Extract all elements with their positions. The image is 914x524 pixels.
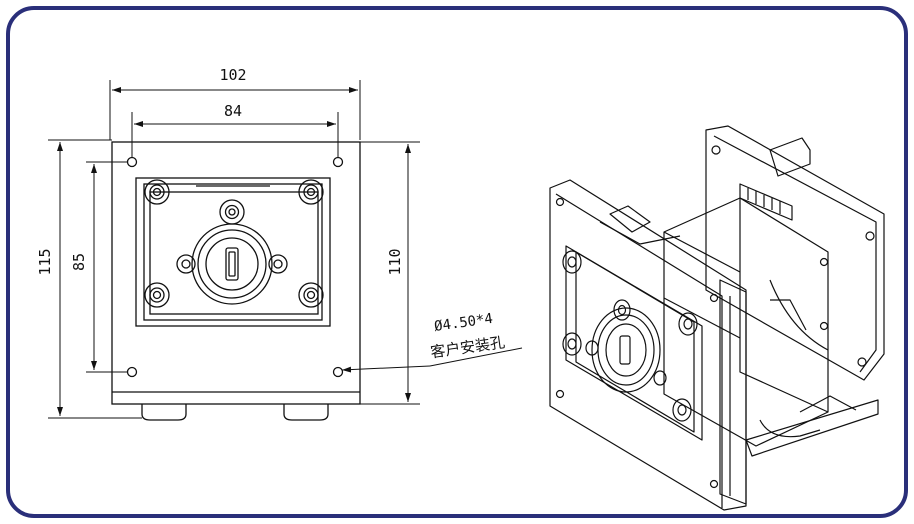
iso-mount-hole-2 — [709, 293, 719, 303]
iso-bolt-3 — [562, 332, 582, 356]
dimension-lines — [48, 80, 523, 419]
front-view — [111, 141, 361, 421]
pump-panel — [135, 177, 331, 327]
connector-block — [739, 183, 793, 221]
iso-bolt-4 — [672, 398, 692, 422]
left-foot — [141, 404, 187, 421]
base-tray — [745, 399, 879, 457]
isometric-view — [549, 125, 885, 511]
bolt-tr — [298, 179, 324, 205]
dim-label-115: 115 — [36, 248, 54, 275]
front-plate — [549, 179, 747, 511]
iso-bolt-1 — [562, 250, 582, 274]
iso-mount-hole-1 — [555, 197, 565, 207]
back-plate — [705, 125, 885, 381]
pump-head — [176, 199, 288, 305]
frame-border — [6, 6, 908, 518]
dim-label-84: 84 — [224, 102, 242, 120]
bolt-bl — [144, 282, 170, 308]
callout-leader — [341, 365, 431, 373]
dim-label-110: 110 — [386, 248, 404, 275]
top-tab — [609, 205, 651, 233]
dim-label-102: 102 — [219, 66, 246, 84]
bolt-tl — [144, 179, 170, 205]
iso-mount-hole-4 — [709, 479, 719, 489]
iso-mount-hole-3 — [555, 389, 565, 399]
top-connector — [769, 137, 811, 177]
dim-label-85: 85 — [70, 253, 88, 271]
right-foot — [283, 404, 329, 421]
iso-bolt-2 — [678, 312, 698, 336]
housing-outline — [111, 141, 361, 405]
bolt-br — [298, 282, 324, 308]
iso-pump-head — [585, 299, 667, 393]
